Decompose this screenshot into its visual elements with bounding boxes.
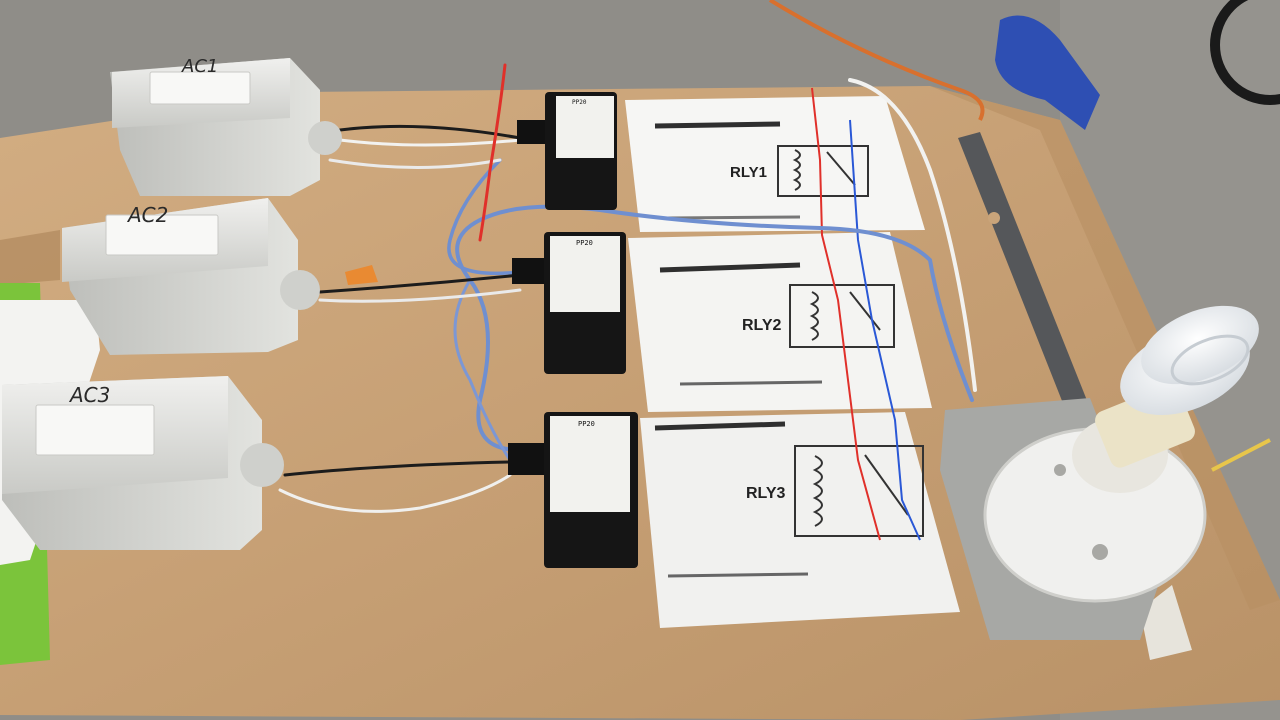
switch-box-ac1: AC1	[110, 56, 342, 196]
diagram-sheet-1: RLY1	[625, 96, 925, 232]
wire-nut	[345, 265, 378, 285]
bicycle-wheel	[1210, 0, 1280, 105]
diagram-sheet-2: RLY2	[628, 232, 932, 412]
pencil	[1211, 438, 1271, 472]
box-label-ac2: AC2	[126, 203, 168, 227]
wood-ruler	[1140, 585, 1192, 660]
relay-pp20-3: PP20	[508, 412, 638, 568]
diagram-label-rly2: RLY2	[742, 317, 782, 334]
blue-cloth	[995, 15, 1100, 130]
diagram-label-rly3: RLY3	[746, 485, 786, 502]
wiring	[278, 63, 977, 513]
orange-cord	[768, 0, 985, 121]
relay-pp20-1: PP20	[517, 92, 617, 210]
diagram-label-rly1: RLY1	[730, 164, 767, 181]
switch-box-ac2: AC2	[62, 198, 320, 355]
relay-pp20-2: PP20	[512, 232, 626, 374]
box-label-ac1: AC1	[181, 56, 218, 77]
red-trace	[811, 87, 881, 541]
switch-box-ac3: AC3	[2, 376, 284, 550]
relay-model-2: PP20	[576, 239, 593, 247]
box-label-ac3: AC3	[68, 383, 110, 407]
blue-trace	[849, 119, 921, 541]
relay-model-3: PP20	[578, 420, 595, 428]
cfl-bulb	[1095, 305, 1259, 468]
plywood-board	[0, 86, 1280, 720]
relay-model-1: PP20	[572, 99, 587, 106]
diagram-sheet-3: RLY3	[640, 412, 960, 628]
metal-ruler	[958, 132, 1090, 416]
